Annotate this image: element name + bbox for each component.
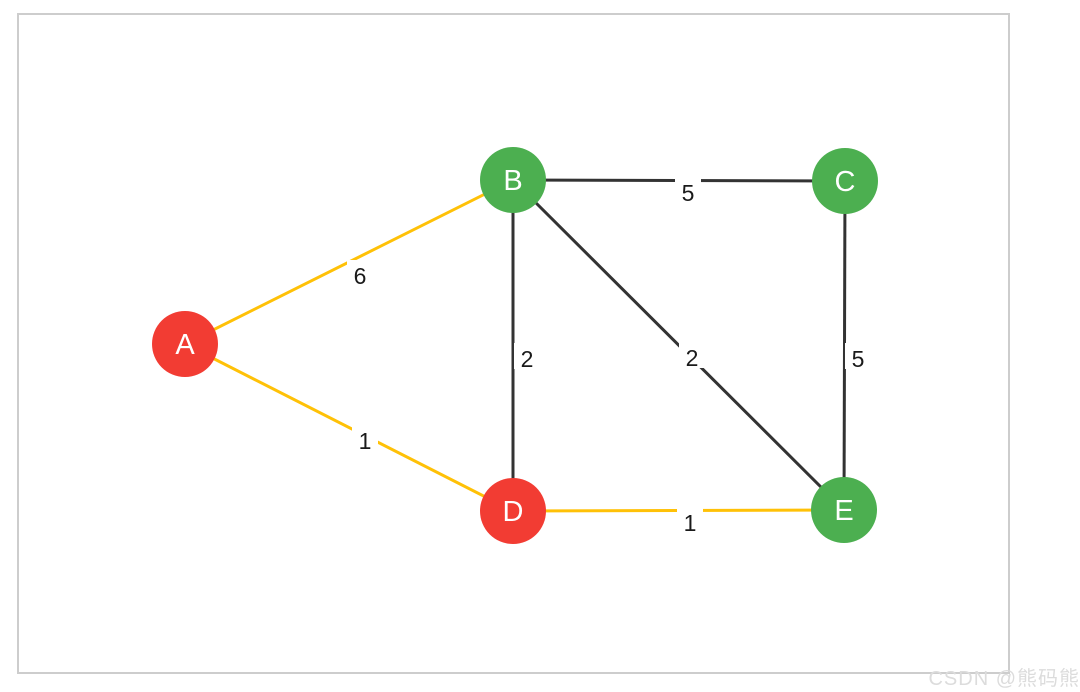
node-E (811, 477, 877, 543)
nodes-layer: A B C D E (152, 147, 878, 544)
edge-weight-bg-B-D (514, 343, 540, 369)
node-label-E: E (834, 495, 853, 527)
node-label-C: C (835, 166, 856, 198)
edge-weight-bg-B-C (675, 177, 701, 203)
edges-layer (184, 178, 847, 513)
edge-weight-D-E: 1 (684, 510, 697, 536)
edge-A-D (184, 342, 514, 513)
edge-weight-B-D: 2 (521, 346, 534, 372)
edge-weight-B-C: 5 (682, 180, 695, 206)
edge-weight-B-E: 2 (686, 345, 699, 371)
edge-C-E (842, 180, 847, 511)
node-C (812, 148, 878, 214)
edge-weight-A-D: 1 (359, 428, 372, 454)
node-label-D: D (503, 496, 524, 528)
node-A (152, 311, 218, 377)
edge-weight-C-E: 5 (852, 346, 865, 372)
edge-labels-layer: 6 1 5 2 2 5 1 (347, 177, 871, 536)
edge-weight-bg-B-E (679, 342, 705, 368)
node-D (480, 478, 546, 544)
edge-B-E (511, 178, 846, 512)
edge-weight-A-B: 6 (354, 263, 367, 289)
node-B (480, 147, 546, 213)
edge-weight-bg-A-B (347, 260, 373, 286)
edge-weight-bg-A-D (352, 425, 378, 451)
node-label-B: B (503, 165, 522, 197)
node-label-A: A (175, 329, 195, 361)
edge-weight-bg-C-E (845, 343, 871, 369)
watermark: CSDN @熊码熊 (928, 668, 1080, 690)
edge-weight-bg-D-E (677, 507, 703, 533)
